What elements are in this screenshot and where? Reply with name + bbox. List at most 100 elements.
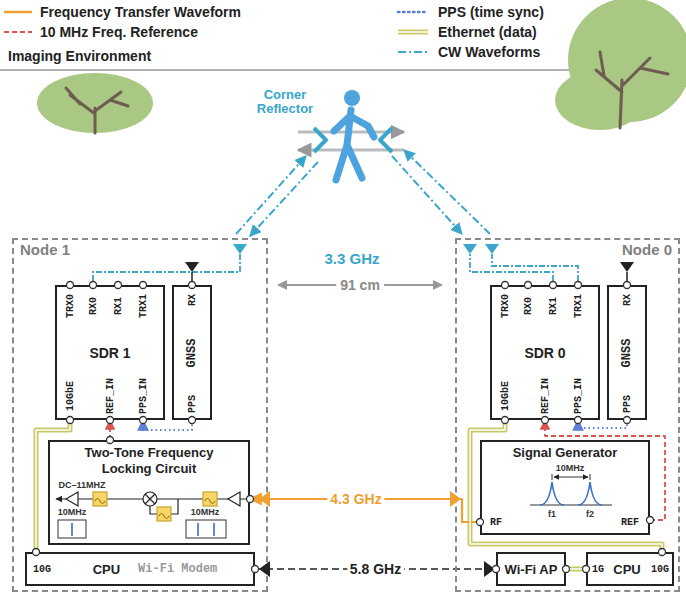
box-label: Node 0 (622, 241, 672, 258)
port-circle (624, 417, 631, 424)
person (344, 90, 360, 106)
tree (555, 70, 645, 130)
port-circle (493, 566, 500, 573)
port-circle (67, 282, 74, 289)
spectrum-icon (58, 520, 86, 538)
port-circle (247, 496, 254, 503)
label: 10MHz (58, 507, 87, 517)
box-label: SDR 1 (57, 345, 163, 361)
spectrum-icon (540, 482, 602, 505)
pin-name: PPS_IN (138, 378, 149, 414)
port-circle (563, 566, 570, 573)
port-circle (647, 517, 654, 524)
port-circle (140, 417, 147, 424)
spectrum-icon (198, 523, 214, 536)
connectors (36, 420, 665, 569)
spectrum-icon (552, 474, 590, 480)
cw-waves (250, 162, 318, 236)
corner-reflector (314, 128, 392, 152)
tree (555, 0, 686, 130)
label: 91 cm (336, 277, 384, 293)
wifi-antenna (259, 561, 495, 577)
label: 10G (33, 564, 51, 575)
box-label: CPU (93, 562, 120, 577)
gnss-antenna (185, 262, 634, 272)
port-circle (659, 549, 666, 556)
wifi-antenna (259, 561, 495, 577)
pin-name: PPS (622, 395, 633, 413)
cw-waves (404, 150, 490, 234)
port-circle (90, 282, 97, 289)
wifi-ap-box: Wi-Fi AP (496, 552, 566, 586)
legend-samples (398, 31, 428, 33)
box-label: Wi-Fi AP (505, 562, 558, 577)
box-label: SDR 0 (492, 345, 598, 361)
label: f1 (548, 509, 556, 519)
locking-chain (56, 492, 248, 521)
locking-chain (157, 507, 171, 521)
cpu-box: CPUWi-Fi Modem (25, 552, 255, 586)
box-label: GNSS (185, 338, 199, 367)
edge-label: 4.3 GHz (327, 491, 384, 507)
box-label: Signal Generator (482, 442, 648, 461)
corner-reflector (314, 128, 326, 152)
port-circle (140, 282, 147, 289)
pps-link (578, 420, 627, 428)
label: DC–11MHZ (58, 480, 105, 490)
person (334, 90, 374, 180)
tree (596, 52, 668, 128)
node-group: Node 0SDR 0GNSSSignal GeneratorWi-Fi APC… (455, 238, 680, 592)
label: 3.3 GHz (324, 250, 379, 267)
spectrum-icon (71, 523, 73, 536)
port-circle (575, 417, 582, 424)
cw-waves (236, 156, 306, 234)
pin-name: RX0 (523, 297, 534, 315)
legend-text: CW Waveforms (438, 44, 540, 60)
corner-reflector (380, 128, 392, 152)
pin-name: RX1 (113, 297, 124, 315)
locking-chain (203, 492, 217, 506)
box-label: CPU (613, 562, 640, 577)
rf-antenna (259, 491, 461, 507)
port-circles (33, 282, 666, 573)
port-circle (189, 282, 196, 289)
tree (37, 73, 153, 133)
label: Corner Reflector (242, 88, 328, 117)
edge-label: 5.8 GHz (347, 561, 404, 577)
gnss-antenna (185, 262, 634, 281)
cw-waves (236, 150, 490, 236)
person (334, 110, 374, 180)
port-circle (107, 437, 114, 444)
port-circle (624, 282, 631, 289)
ethernet-link (470, 420, 662, 552)
label: f2 (586, 509, 594, 519)
pin-name: TRX1 (138, 294, 149, 318)
legend-samples (398, 11, 428, 14)
spectrum-icon (186, 520, 226, 538)
tree (37, 73, 153, 133)
pin-name: TRX1 (573, 294, 584, 318)
pin-name: REF_IN (540, 378, 551, 414)
legend-text: 10 MHz Freq. Reference (40, 24, 198, 40)
legend-text: Ethernet (data) (438, 24, 537, 40)
port-circle (477, 519, 484, 526)
pin-name: PPS_IN (573, 378, 584, 414)
pps-link (143, 420, 192, 430)
port-circle (502, 417, 509, 424)
pin-name: 10GbE (65, 381, 76, 411)
port-circle (583, 566, 590, 573)
spectrum-icon (554, 477, 588, 478)
locking-chain (93, 492, 107, 506)
legend-samples (4, 11, 32, 14)
port-circle (115, 282, 122, 289)
port-circle (502, 282, 509, 289)
box-label: Two-Tone Frequency Locking Circuit (50, 442, 248, 476)
legend-samples (398, 51, 428, 53)
port-circle (525, 282, 532, 289)
ethernet-core (470, 420, 662, 552)
legend-samples (398, 30, 428, 35)
pin-name: TRX0 (65, 294, 76, 318)
box-label: Node 1 (20, 241, 70, 258)
locking-chain (143, 492, 157, 506)
